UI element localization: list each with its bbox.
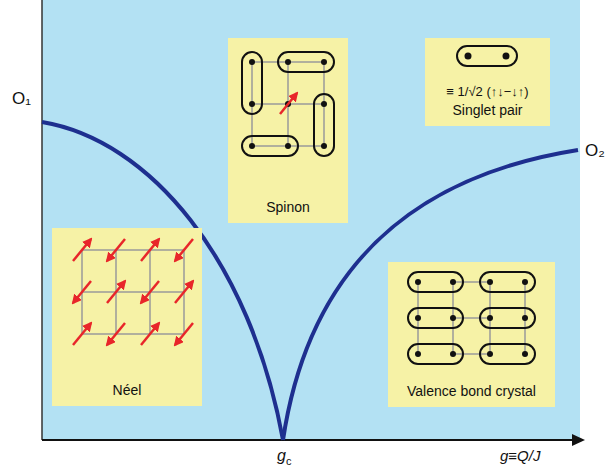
spin-arrow [141, 239, 159, 261]
axis-title: g≡Q/J [500, 448, 540, 463]
lattice-site [487, 279, 493, 285]
phase-label: Spinon [266, 199, 310, 216]
phase-panel: ≡ 1/√2 (↑↓−↓↑) Singlet pair [425, 38, 550, 126]
plot-area [42, 0, 580, 440]
spin-arrows [73, 239, 193, 345]
axis-arrowhead [572, 434, 585, 446]
spin-arrow [73, 323, 91, 345]
lattice-site [487, 351, 493, 357]
lattice-sites [249, 59, 327, 149]
subscript: c [286, 456, 292, 467]
spin-arrow [107, 239, 125, 261]
lattice-site [522, 351, 528, 357]
lattice-site [415, 279, 421, 285]
phase-label: Néel [113, 382, 142, 399]
spin-arrow [141, 323, 159, 345]
lattice-site [465, 53, 472, 60]
lattice-sites [415, 279, 528, 357]
valence-bonds [408, 272, 535, 364]
spin-arrow [175, 281, 193, 303]
phase-label: Singlet pair [452, 102, 522, 119]
lattice-site [415, 315, 421, 321]
neel-lattice [82, 250, 184, 334]
axis-endpoint: O₂ [585, 142, 605, 159]
spin-arrow [107, 323, 125, 345]
free-spin [280, 93, 297, 114]
spin-arrow [73, 239, 91, 261]
spin-arrow [73, 281, 91, 303]
vertical-axis [41, 0, 43, 440]
axis-endpoint: O₁ [12, 90, 31, 107]
lattice-site [415, 351, 421, 357]
lattice-site [503, 53, 510, 60]
critical-point: g [277, 448, 286, 464]
spin-arrow [107, 281, 125, 303]
lattice-site [450, 279, 456, 285]
lattice-site [522, 279, 528, 285]
phase-label: Valence bond crystal [407, 383, 536, 400]
lattice-site [450, 315, 456, 321]
lattice-site [522, 315, 528, 321]
formula: ≡ 1/√2 (↑↓−↓↑) [446, 83, 528, 100]
lattice-site [450, 351, 456, 357]
spin-arrow [175, 239, 193, 261]
valence-bonds [242, 52, 334, 156]
lattice-site [487, 315, 493, 321]
spin-arrow [175, 323, 193, 345]
spin-arrow [141, 281, 159, 303]
horizontal-axis [42, 439, 573, 441]
phase-panel: Valence bond crystal [388, 262, 555, 407]
singlet-bond [457, 46, 517, 66]
